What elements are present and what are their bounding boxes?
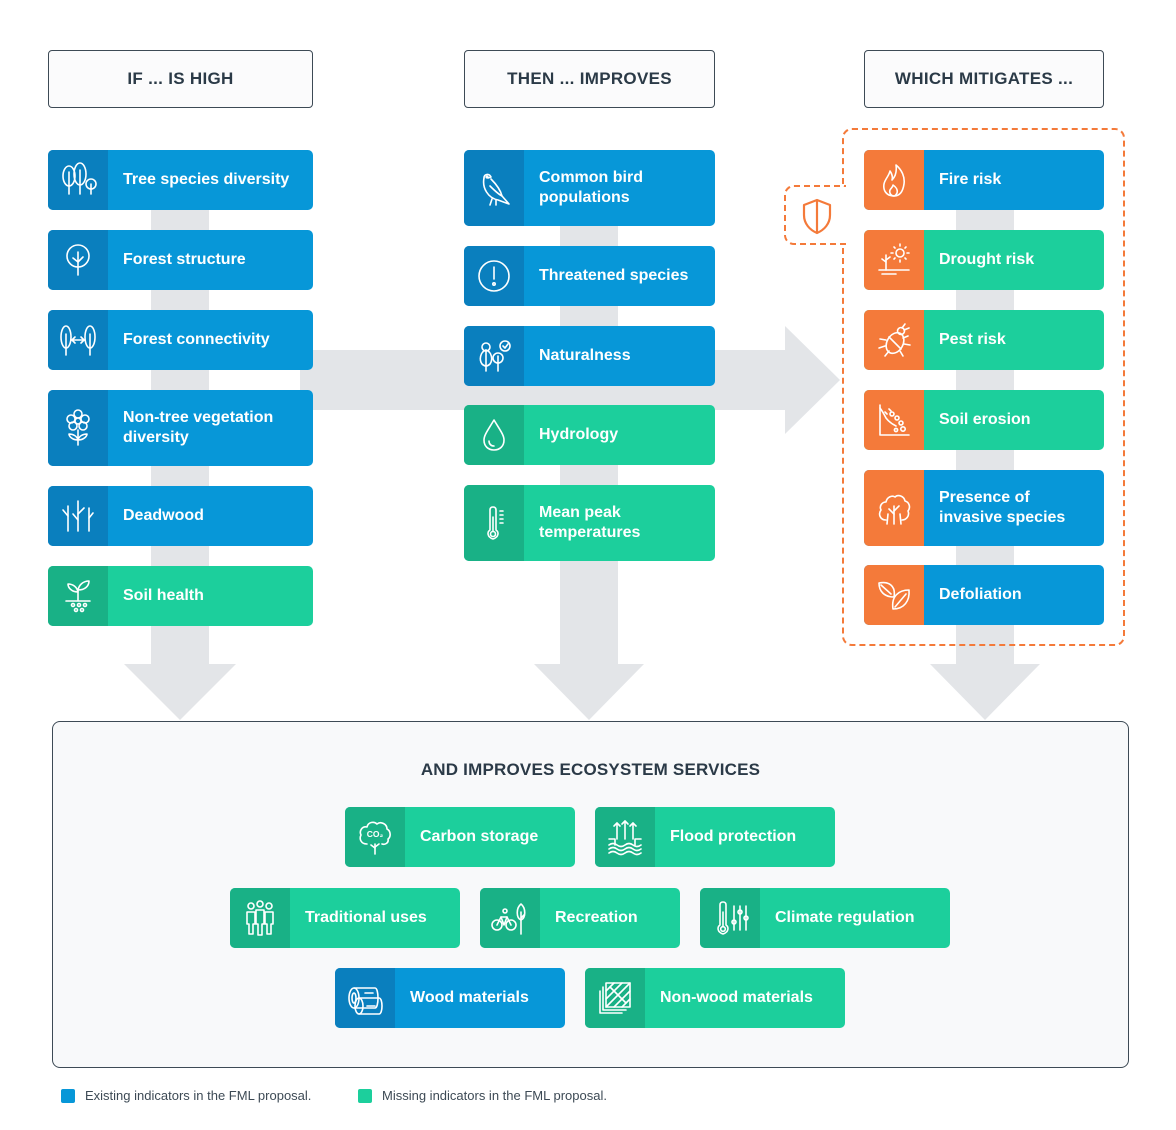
- col1-down-arrow: [124, 664, 236, 720]
- risk-soil-erosion: Soil erosion: [864, 390, 1104, 450]
- service-climate-regulation: Climate regulation: [700, 888, 950, 948]
- service-label: Carbon storage: [420, 828, 539, 845]
- service-flood-protection: Flood protection: [595, 807, 835, 867]
- thermometer-icon: [487, 506, 504, 540]
- bird-icon: [482, 173, 510, 206]
- risk-drought: Drought risk: [864, 230, 1104, 290]
- risk-fire: Fire risk: [864, 150, 1104, 210]
- indicator-forest-connectivity: Forest connectivity: [48, 310, 313, 370]
- tree-icon: [66, 244, 90, 276]
- indicator-label: Tree species diversity: [123, 171, 290, 188]
- flood-icon: [608, 820, 642, 856]
- shield-icon: [802, 198, 832, 235]
- co2-tree-icon: CO₂: [359, 821, 391, 855]
- indicator-tree-species-diversity: Tree species diversity: [48, 150, 313, 210]
- mitigation-dashed-border: [842, 128, 1125, 646]
- header-which-mitigates: WHICH MITIGATES ...: [864, 50, 1104, 108]
- service-label: Flood protection: [670, 828, 797, 845]
- leaves-icon: [878, 581, 910, 610]
- ecosystem-services-title: AND IMPROVES ECOSYSTEM SERVICES: [420, 760, 761, 779]
- right-arrowhead: [785, 326, 840, 434]
- indicator-naturalness: Naturalness: [464, 326, 715, 386]
- indicator-label: Mean peak temperatures: [539, 504, 641, 541]
- indicator-label: Soil health: [123, 587, 204, 604]
- service-label: Recreation: [555, 909, 638, 926]
- co2-label: CO₂: [367, 829, 384, 839]
- risk-label: Fire risk: [939, 171, 1002, 188]
- bike-tree-icon: [491, 903, 526, 935]
- shield-tab-gap: [841, 187, 847, 243]
- indicator-common-bird-populations: Common bird populations: [464, 150, 715, 226]
- header-then-improves: THEN ... IMPROVES: [464, 50, 715, 108]
- header-if-high-text: IF ... IS HIGH: [127, 69, 234, 88]
- service-label: Non-wood materials: [660, 989, 813, 1006]
- service-traditional-uses: Traditional uses: [230, 888, 460, 948]
- drought-icon: [878, 243, 910, 275]
- soil-sprout-icon: [65, 580, 91, 613]
- risk-label: Presence of invasive species: [939, 489, 1066, 526]
- risk-label: Defoliation: [939, 586, 1022, 603]
- indicator-hydrology: Hydrology: [464, 405, 715, 465]
- water-drop-icon: [483, 419, 505, 451]
- legend-missing-text: Missing indicators in the FML proposal.: [382, 1088, 607, 1103]
- legend-swatch-existing: [61, 1088, 75, 1103]
- service-recreation: Recreation: [480, 888, 680, 948]
- risk-label: Pest risk: [939, 331, 1006, 348]
- logs-icon: [348, 987, 383, 1015]
- legend-existing: Existing indicators in the FML proposal.: [61, 1088, 311, 1103]
- indicator-non-tree-vegetation: Non-tree vegetation diversity: [48, 390, 313, 466]
- shield-dashed-tab: [784, 185, 846, 245]
- legend-existing-text: Existing indicators in the FML proposal.: [85, 1088, 312, 1103]
- indicator-label: Common bird populations: [539, 169, 643, 206]
- indicator-label: Forest structure: [123, 251, 246, 268]
- risk-invasive-species: Presence of invasive species: [864, 470, 1104, 546]
- header-if-high: IF ... IS HIGH: [48, 50, 313, 108]
- natural-trees-icon: [479, 340, 511, 372]
- indicator-label: Naturalness: [539, 347, 631, 364]
- service-label: Wood materials: [410, 989, 529, 1006]
- indicator-label: Deadwood: [123, 507, 204, 524]
- risk-label: Drought risk: [939, 251, 1035, 268]
- indicator-mean-peak-temperatures: Mean peak temperatures: [464, 485, 715, 561]
- col2-down-arrow: [534, 664, 644, 720]
- indicator-label: Threatened species: [539, 267, 689, 284]
- service-label: Traditional uses: [305, 909, 427, 926]
- indicator-soil-health: Soil health: [48, 566, 313, 626]
- service-non-wood-materials: Non-wood materials: [585, 968, 845, 1028]
- indicator-forest-structure: Forest structure: [48, 230, 313, 290]
- connected-trees-icon: [60, 325, 96, 356]
- people-icon: [246, 900, 274, 936]
- flower-icon: [66, 409, 90, 446]
- risk-defoliation: Defoliation: [864, 565, 1104, 625]
- risk-label: Soil erosion: [939, 411, 1031, 428]
- risk-pest: Pest risk: [864, 310, 1104, 370]
- service-wood-materials: Wood materials: [335, 968, 565, 1028]
- trees-icon: [62, 162, 97, 195]
- header-which-mitigates-text: WHICH MITIGATES ...: [894, 69, 1074, 88]
- service-carbon-storage: CO₂ Carbon storage: [345, 807, 575, 867]
- legend-swatch-missing: [358, 1088, 372, 1103]
- col3-down-arrow: [930, 664, 1040, 720]
- legend-missing: Missing indicators in the FML proposal.: [358, 1088, 607, 1103]
- fire-icon: [883, 164, 905, 197]
- indicator-deadwood: Deadwood: [48, 486, 313, 546]
- indicator-label: Forest connectivity: [123, 331, 270, 348]
- invasive-plant-icon: [878, 494, 911, 525]
- beetle-icon: [878, 323, 911, 357]
- erosion-icon: [879, 404, 910, 436]
- alert-icon: [478, 260, 510, 292]
- service-label: Climate regulation: [775, 909, 915, 926]
- indicator-threatened-species: Threatened species: [464, 246, 715, 306]
- deadwood-icon: [62, 500, 94, 532]
- mat-weave-icon: [599, 982, 631, 1014]
- header-then-improves-text: THEN ... IMPROVES: [507, 69, 672, 88]
- indicator-label: Hydrology: [539, 426, 619, 443]
- indicator-label: Non-tree vegetation diversity: [123, 409, 274, 446]
- climate-icon: [717, 901, 749, 935]
